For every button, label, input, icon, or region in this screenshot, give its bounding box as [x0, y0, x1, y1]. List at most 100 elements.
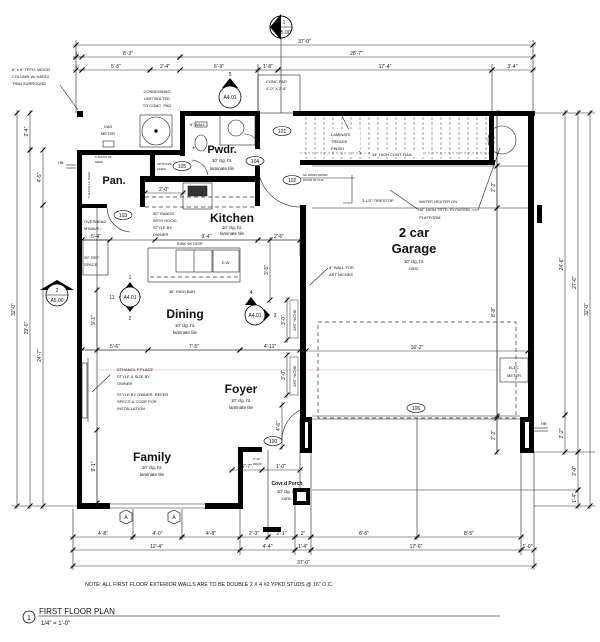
- dimension-label: 7'-5": [189, 344, 199, 350]
- dimension-tick: [518, 547, 524, 553]
- dimension-tick: [489, 67, 495, 73]
- conc-pad-note: CONC PAD: [266, 79, 287, 84]
- ref-note: 39" REF.: [84, 255, 100, 260]
- section-sheet[interactable]: A5.00: [277, 30, 290, 36]
- treads-note: LAMINATE: [331, 132, 351, 137]
- dimension-tick: [27, 110, 33, 116]
- section-marker-left: 2 A5.00: [40, 280, 74, 307]
- gas-meter-note: GAS: [104, 124, 113, 129]
- dimension-tick: [107, 237, 113, 243]
- dimension: 3'-4": [489, 64, 536, 73]
- dimension-label: 37'-0": [297, 560, 310, 566]
- room-name-pantry: Pan.: [102, 175, 125, 187]
- ceiling-height: 10' clg. ht.: [404, 259, 424, 264]
- range-note: WITH HOOD,: [153, 218, 177, 223]
- dimension-label: 1'-4": [572, 493, 578, 503]
- floor-finish: laminate tile: [210, 166, 235, 171]
- dimension-tick: [179, 534, 185, 540]
- dimension: 3'-0": [572, 449, 581, 493]
- dimension-tick: [94, 287, 100, 293]
- dimension: 5'-4": [79, 234, 113, 243]
- dimension: 17'-4": [275, 64, 495, 73]
- walls: [77, 111, 542, 532]
- dimension-label: 2'-2": [491, 430, 497, 440]
- drawing-number: 1: [27, 615, 31, 622]
- dimension-label: 2'-7": [242, 464, 252, 470]
- door-tag: 104: [245, 156, 265, 166]
- dimension-tick: [177, 67, 183, 73]
- water-heater-note: 16" HIGH TRTD. PLYWOOD: [419, 207, 470, 212]
- elevation-sheet[interactable]: A4.01: [123, 295, 136, 301]
- range-icon: [182, 182, 213, 210]
- dimension: 37'-0": [70, 560, 537, 569]
- dimension-tick: [79, 347, 85, 353]
- dimension-label: 17'-0": [410, 544, 423, 550]
- dimension: 2'-4": [147, 64, 183, 73]
- dimension-label: 4'-4": [263, 544, 273, 550]
- drawing-title: 1 FIRST FLOOR PLAN 1/4" = 1'-0": [22, 607, 500, 627]
- dimension: 3'-0": [281, 297, 290, 343]
- dimension: 6'-3": [177, 64, 261, 73]
- section-sheet[interactable]: A5.00: [50, 298, 63, 304]
- door-tag: 100: [263, 436, 283, 446]
- dimension-tick: [255, 237, 261, 243]
- ceiling-height: 10' clg. ht.: [277, 489, 297, 494]
- door-swing-100: [281, 409, 301, 441]
- gas-meter-icon: [102, 140, 115, 148]
- dimension: 32'-0": [584, 110, 593, 509]
- elevation-number: 11: [109, 295, 114, 301]
- dimension-tick: [414, 534, 420, 540]
- grid-tag: A: [167, 509, 181, 525]
- sink-note: SINK W/ DISP.: [177, 241, 203, 246]
- ceiling-height: 10' clg. ht.: [142, 465, 162, 470]
- dimension: 8'-5": [308, 531, 420, 540]
- elevation-sheet[interactable]: A4.01: [223, 95, 236, 101]
- water-heater-icon: [487, 125, 517, 155]
- dimension-tick: [73, 67, 79, 73]
- treads-note: FINISH: [331, 146, 344, 151]
- dimension: 12'-4": [70, 544, 243, 553]
- door-swing-103: [106, 207, 131, 233]
- dimension-label: 3'-0": [281, 315, 287, 325]
- dimension-tick: [279, 402, 285, 408]
- dishwasher-label: D.W.: [222, 260, 231, 265]
- dimension-tick: [267, 237, 273, 243]
- dimension-tick: [177, 54, 183, 60]
- fireplace-note: STYLE BY OWNER. REFER: [117, 392, 168, 397]
- elevation-sheet[interactable]: A4.01: [248, 313, 261, 319]
- section-number: 2: [56, 288, 59, 294]
- dimension-label: 8'-5": [359, 531, 369, 537]
- dimension-tick: [575, 503, 581, 509]
- drop-note: 3'-10": [253, 457, 261, 461]
- dimension-label: 6'-3": [214, 64, 224, 70]
- dimension: 16'-2": [303, 345, 531, 354]
- floor-finish: conc.: [409, 266, 420, 271]
- door-tag: 105: [172, 161, 192, 171]
- dimension-tick: [531, 547, 537, 553]
- dimension-tick: [531, 563, 537, 569]
- room-name-kitchen: Kitchen: [210, 211, 254, 225]
- dimension-label: 12'-4": [150, 544, 163, 550]
- room-name-pwdr: Pwdr.: [207, 144, 236, 156]
- conc-pad: [257, 74, 301, 114]
- grid-tag: A: [119, 509, 133, 525]
- dimension: 3'-0": [281, 352, 290, 398]
- dimension-label: 4'-11": [264, 344, 277, 350]
- dimension-tick: [94, 500, 100, 506]
- dimension-label: 2'-1": [277, 531, 287, 537]
- hose-bib-label: HB: [541, 421, 547, 426]
- dimension-label: 32'-0": [584, 303, 590, 316]
- dimension-tick: [14, 503, 20, 509]
- dimension-tick: [525, 348, 531, 354]
- dimension-tick: [79, 54, 85, 60]
- gas-meter-note: METER: [101, 131, 115, 136]
- drop-note: DROP: [253, 462, 262, 466]
- dimension-label: 1'-0": [523, 544, 533, 550]
- dimension-label: 2'-6": [274, 234, 284, 240]
- mwave-note: M'WAVE /: [84, 226, 103, 231]
- dimension-tick: [292, 534, 298, 540]
- dimension-label: 2": [301, 531, 306, 537]
- dimension-tick: [27, 147, 33, 153]
- dimension-tick: [147, 67, 153, 73]
- dimension: 4'-5": [37, 147, 46, 208]
